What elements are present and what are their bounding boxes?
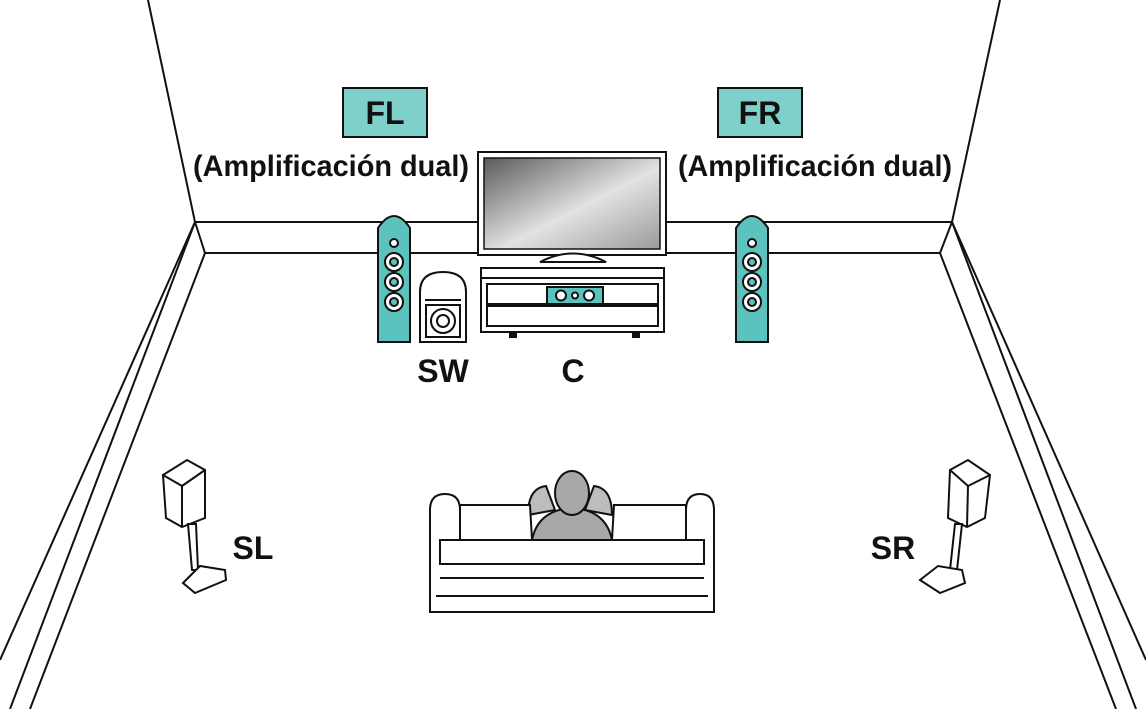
tv xyxy=(477,151,667,263)
fr-sublabel: (Amplificación dual) xyxy=(678,150,952,183)
fr-badge: FR xyxy=(717,87,803,138)
sl-label: SL xyxy=(233,530,274,566)
sw-label: SW xyxy=(417,353,469,389)
fl-tower-speaker xyxy=(377,215,411,343)
listener xyxy=(526,470,614,541)
c-label: C xyxy=(561,353,584,389)
fr-label: FR xyxy=(739,95,782,131)
sr-label: SR xyxy=(871,530,915,566)
fl-sublabel: (Amplificación dual) xyxy=(193,150,469,183)
sr-speaker xyxy=(918,458,992,595)
center-speaker xyxy=(546,286,604,305)
fl-label: FL xyxy=(365,95,404,131)
fl-badge: FL xyxy=(342,87,428,138)
sofa xyxy=(429,492,715,613)
fr-tower-speaker xyxy=(735,215,769,343)
subwoofer xyxy=(419,270,467,343)
sl-speaker xyxy=(161,458,228,595)
